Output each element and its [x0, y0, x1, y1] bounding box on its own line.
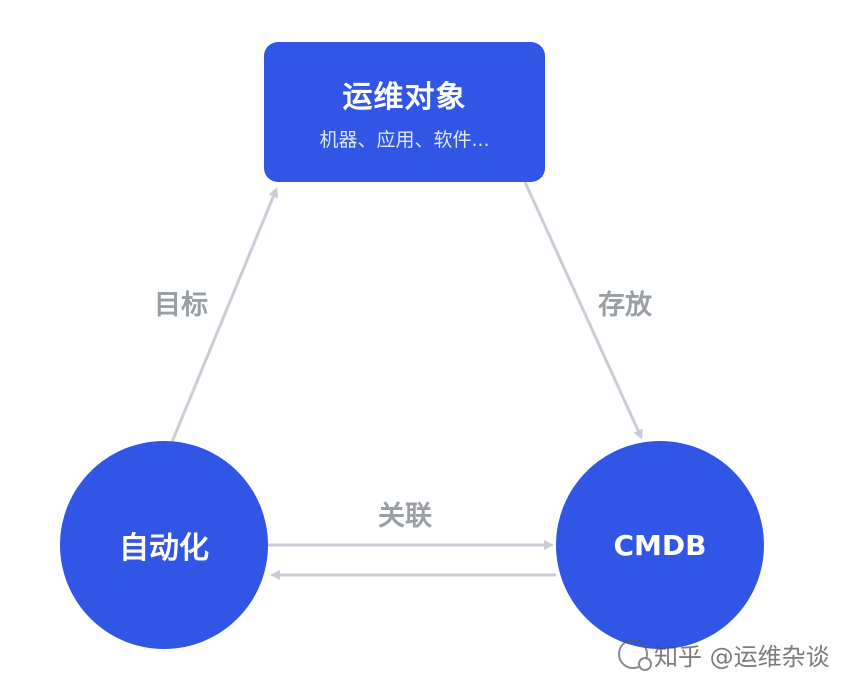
edge-label-relate: 关联	[378, 501, 432, 532]
ops-object-title: 运维对象	[342, 80, 467, 115]
ops-object-subtitle: 机器、应用、软件...	[319, 129, 490, 151]
cmdb-node: CMDB	[556, 441, 764, 649]
automation-label: 自动化	[119, 531, 209, 566]
arrow-target	[170, 187, 278, 443]
edge-label-store: 存放	[598, 290, 652, 321]
cmdb-label: CMDB	[613, 528, 707, 562]
edge-label-target: 目标	[154, 290, 208, 321]
watermark-text: 知乎 @运维杂谈	[654, 642, 830, 671]
chat-bubble-icon	[618, 639, 652, 671]
watermark: 知乎 @运维杂谈	[618, 635, 830, 673]
arrow-store	[523, 181, 643, 440]
automation-node: 自动化	[60, 441, 268, 649]
ops-object-node: 运维对象 机器、应用、软件...	[264, 42, 545, 182]
